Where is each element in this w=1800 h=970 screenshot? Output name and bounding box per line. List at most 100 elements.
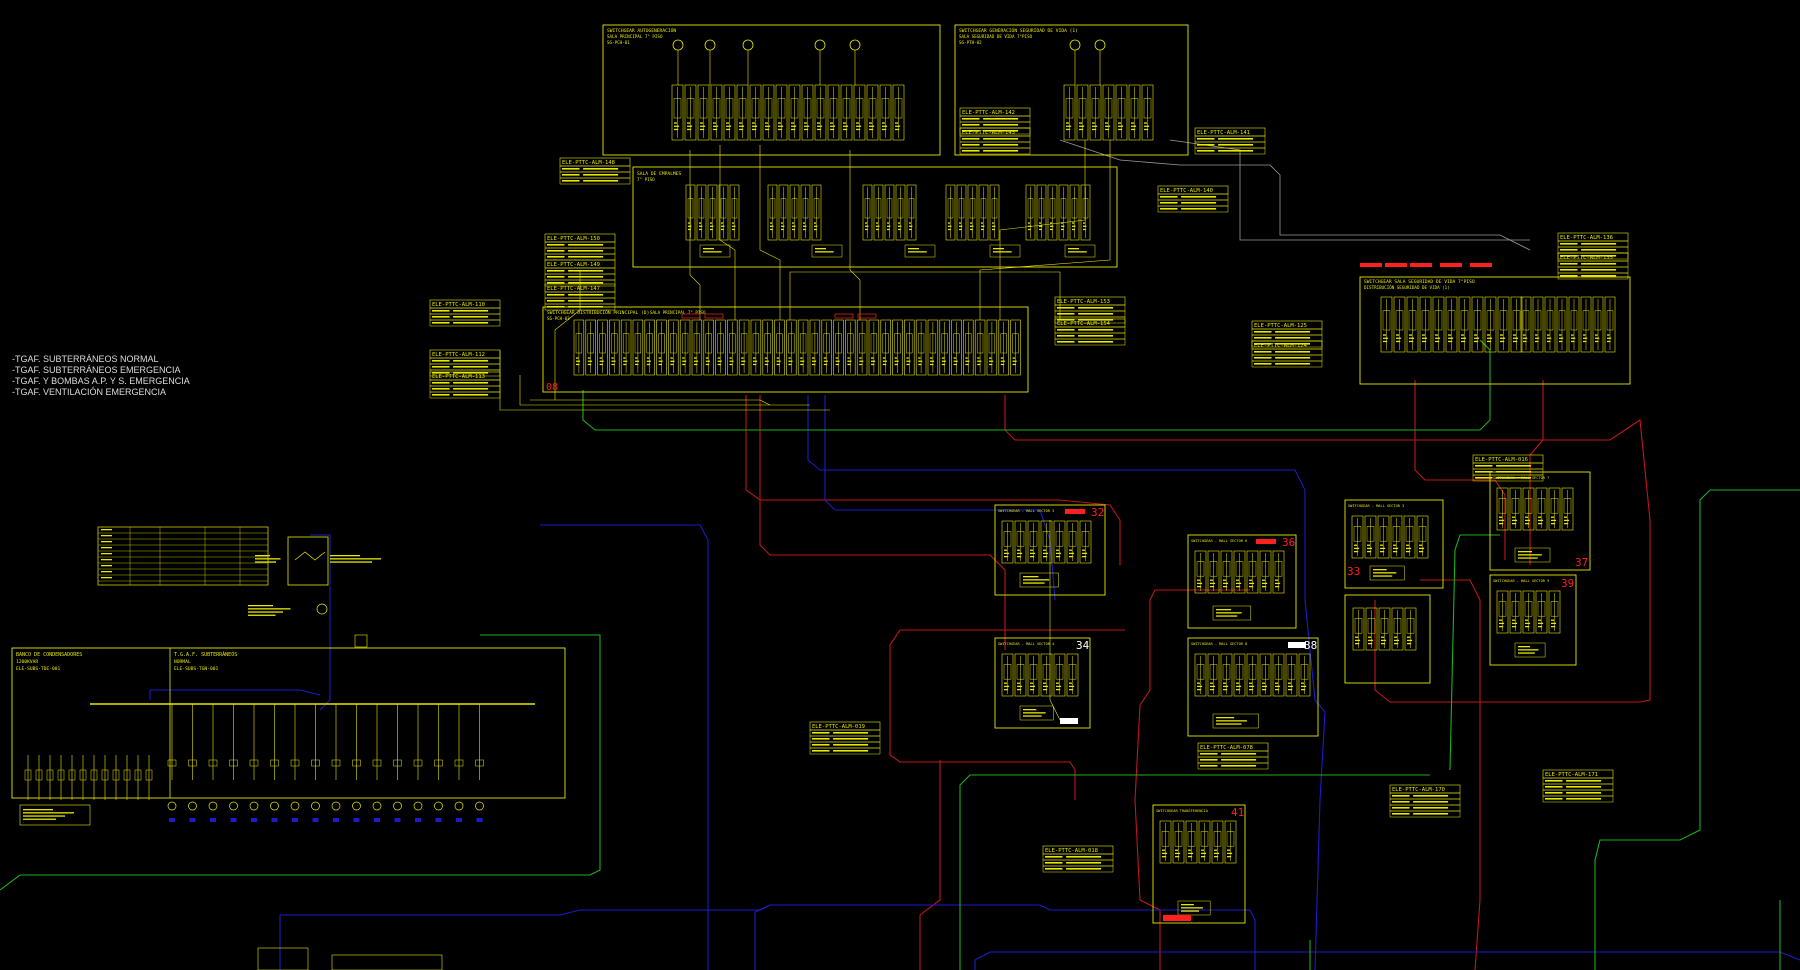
board-frame (602, 24, 941, 156)
sector-board-number: 39 (1561, 577, 1574, 590)
feeder-tag-label: ELE-PTTC-ALM-019 (812, 724, 865, 730)
board-frame (1359, 276, 1631, 385)
red-feeder (1420, 579, 1481, 970)
breaker (208, 759, 218, 767)
blue-terminal (456, 818, 462, 822)
board-title: SWITCHGEAR GENERACIÓN SEGURIDAD DE VIDA … (959, 27, 1078, 34)
interconnect-line (719, 145, 736, 320)
sector-board-label: SWITCHGEAR - MALL SECTOR 8 (1191, 642, 1247, 646)
capacitor (123, 769, 131, 781)
breaker (270, 759, 279, 767)
breaker-row (862, 184, 917, 241)
blue-terminal (476, 818, 483, 822)
feeder-tag-label: ELE-PTTC-ALM-149 (547, 262, 600, 268)
blue-feeder (540, 524, 709, 970)
meter-box (904, 244, 936, 258)
red-feeder (1414, 380, 1506, 560)
feeder-tag-ele-pttc-alm-150: ELE-PTTC-ALM-150 (544, 233, 616, 261)
grey-feeder (1059, 139, 1531, 251)
board-subtitle: SALA SEGURIDAD DE VIDA 7°PISO (959, 34, 1033, 39)
sector-board-frame (1489, 471, 1591, 571)
breaker (475, 759, 484, 767)
blue-feeder (280, 904, 1256, 970)
feeder-tag-label: ELE-PTTC-ALM-113 (432, 374, 485, 380)
feeder-tag-label: ELE-PTTC-ALM-124 (1254, 343, 1308, 349)
legend-line-3: -TGAF. Y BOMBAS A.P. Y S. EMERGENCIA (12, 376, 190, 386)
sector-board-label: SWITCHGEAR - MALL SECTOR 6 (1191, 539, 1247, 543)
capacitor (35, 769, 43, 781)
switchboards: SWITCHGEAR AUTOGENERACIÓN SALA PRINCIPAL … (11, 24, 1631, 970)
board-seguridad-vida: SWITCHGEAR GENERACIÓN SEGURIDAD DE VIDA … (954, 24, 1189, 156)
feeder-tag-ele-pttc-alm-143: ELE-PTTC-ALM-143 (959, 127, 1031, 155)
feeder-tag-label: ELE-PTTC-ALM-112 (432, 352, 485, 358)
red-marker (1256, 539, 1276, 544)
red-marker (704, 313, 724, 319)
interconnect-line (689, 150, 701, 320)
red-marker (681, 313, 701, 319)
board-tgaf-subterraneos: BANCO DE CONDENSADORES1200KVARELE-SUBS-T… (11, 647, 566, 826)
blue-terminal (312, 818, 319, 822)
breaker-row (1194, 653, 1311, 697)
generator-symbol (672, 39, 684, 51)
feeder-tag-label: ELE-PTTC-ALM-018 (1045, 848, 1098, 854)
interconnect-line (789, 271, 1061, 320)
blue-feeder (824, 395, 1056, 601)
motor-symbol (290, 801, 300, 811)
blue-terminal (415, 818, 421, 822)
capacitor (90, 769, 98, 781)
feeder-tag-label: ELE-PTTC-ALM-110 (432, 302, 485, 308)
breaker (413, 759, 423, 767)
motor-symbol (311, 801, 320, 811)
board-title: SWITCHGEAR AUTOGENERACIÓN (607, 27, 676, 34)
generator-symbol (849, 39, 861, 51)
generator-symbol (742, 39, 754, 51)
sector-board-number: 38 (1304, 639, 1317, 652)
blue-terminal (169, 818, 175, 822)
breaker-row (1001, 520, 1092, 564)
motor-symbol (372, 801, 382, 811)
red-marker (1410, 263, 1432, 267)
info-box (1369, 565, 1405, 581)
sector-board-label: SWITCHGEAR - MALL SECTOR 9 (1493, 579, 1549, 583)
breaker (311, 759, 320, 767)
feeder-tag-ele-pttc-alm-149: ELE-PTTC-ALM-149 (544, 259, 616, 287)
feeder-wires (0, 139, 1800, 970)
red-feeder (759, 395, 1006, 650)
transformer-symbol (316, 603, 328, 615)
breaker-row (1496, 487, 1574, 531)
board-code: ELE-SUBS-TGN-001 (174, 666, 218, 672)
breaker (393, 759, 402, 767)
motor-symbol (352, 801, 361, 811)
motor-symbol (475, 801, 484, 811)
breaker-row (767, 184, 822, 241)
info-box (1019, 572, 1059, 588)
sector-board-frame (1187, 534, 1297, 629)
red-feeder (889, 629, 1125, 800)
red-marker (834, 313, 854, 319)
info-box (1514, 642, 1546, 658)
board-title: SWITCHGEAR SALA SEGURIDAD DE VIDA 7°PISO (1364, 279, 1475, 285)
feeder-tag-ele-pttc-alm-136: ELE-PTTC-ALM-136 (1557, 232, 1629, 260)
capacitor-tag (19, 804, 91, 826)
breaker-row (1351, 515, 1429, 559)
blue-feeder (807, 395, 1326, 970)
motor-symbol (270, 801, 279, 811)
motor-symbol (434, 801, 443, 811)
board-subtitle: SALA PRINCIPAL 7° PISO (650, 310, 706, 315)
feeder-tag-label: ELE-PTTC-ALM-171 (1545, 772, 1598, 778)
feeder-tag-ele-pttc-alm-078: ELE-PTTC-ALM-078 (1197, 742, 1269, 770)
feeder-tag-label: ELE-PTTC-ALM-143 (962, 130, 1015, 136)
capacitor (134, 769, 142, 781)
feeder-tag-label: ELE-PTTC-ALM-150 (547, 236, 600, 242)
sector-board-frame (1344, 594, 1431, 684)
capacitor (112, 769, 120, 781)
red-feeder (919, 760, 941, 970)
meter-box (699, 244, 731, 258)
bottom-left-panel (257, 947, 443, 970)
board-number: 08 (546, 382, 558, 393)
green-feeder (1594, 489, 1800, 970)
